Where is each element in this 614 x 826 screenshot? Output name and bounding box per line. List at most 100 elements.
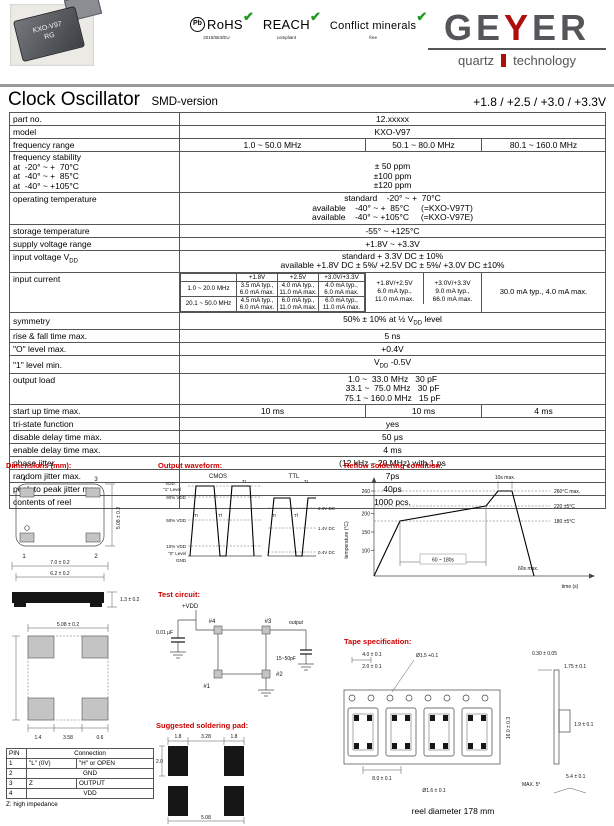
ic-row-2: 20.1 ~ 50.0 MHz 4.5 mA typ.,6.0 mA max. … (180, 295, 365, 312)
input-voltage-available: available +1.8V DC ± 5%/ +2.5V DC ± 5%/ … (280, 260, 505, 270)
stability-label: frequency stability (13, 152, 82, 162)
width-dimension-lines (11, 562, 109, 581)
row-frequency-range: frequency range 1.0 ~ 50.0 MHz 50.1 ~ 80… (9, 138, 606, 152)
row-value: 12.xxxxx (179, 112, 606, 126)
ic-cell: 4.5 mA typ.,6.0 mA max. (236, 295, 278, 312)
symmetry-pre: 50% ± 10% at ½ V (343, 313, 414, 324)
freq-range-high: 80.1 ~ 160.0 MHz (481, 138, 606, 152)
ic-cell: 4.0 mA typ.,11.0 mA max. (277, 280, 319, 297)
ic-col-3033: +3.0V/+3.3V (318, 272, 365, 282)
op-temp-standard: standard -20° ~ + 70°C (344, 193, 441, 203)
emboss-dim: Ø1.6 ± 0.1 (422, 788, 446, 794)
mid-30-33: +3.0V/+3.3V 9.0 mA typ., 66.0 mA max. (423, 272, 481, 304)
row-value: 50 μs (179, 430, 606, 445)
pad-dim-5: 5.08 (201, 815, 211, 821)
package-outline (15, 483, 105, 547)
pin-table: PIN Connection 1 "L" (0V) "H" or OPEN 2 … (6, 748, 154, 799)
conflict-minerals-badge: Conflict minerals ✔ free (330, 9, 427, 40)
pocket-width-dim: 5.4 ± 0.1 (566, 774, 586, 780)
package-top-view: 4 3 1 2 5.08 ± 0.2 7.0 ± 0.2 6.2 ± 0.2 (11, 477, 122, 581)
tape-strip (343, 689, 501, 765)
pb-free-icon: Pb (190, 17, 205, 33)
soldering-pad-diagram: 1.8 3.28 1.8 2.0 5.08 (156, 734, 245, 824)
mid-max: 11.0 mA max. (374, 295, 415, 303)
reflow-profile-line (373, 490, 535, 577)
pin1-label: #1 (203, 684, 210, 690)
rise-time-label: Tr (272, 513, 277, 518)
vdd-subscript: DD (69, 258, 78, 265)
bypass-cap-label: 0.01 μF (156, 630, 173, 636)
conflict-sub: free (369, 35, 377, 40)
page-subtitle: SMD-version (151, 96, 218, 108)
hole-offset-dim: 2.0 ± 0.1 (362, 664, 382, 670)
row-value: +1.8V ~ +3.3V (179, 236, 606, 251)
ic-cell: 4.0 mA typ.,6.0 mA max. (318, 280, 365, 297)
test-circuit-diagram: +VDD 0.01 μF #4 #3 #1 #2 (156, 604, 314, 697)
cool-time-label: 60s max. (518, 566, 538, 572)
tagline-quartz: quartz (457, 53, 495, 68)
op-temp-available-2: available -40° ~ +105°C (=KXO-V97E) (311, 212, 474, 222)
reach-label: REACH (262, 17, 310, 32)
ic-typ: 6.0 mA typ., (325, 296, 358, 304)
reflow-axes (371, 477, 595, 579)
row-rise-fall: rise & fall time max. 5 ns (9, 329, 606, 344)
land-dim-a: 1.4 (35, 735, 42, 741)
pad-number-1: 1 (22, 554, 26, 560)
one-level-post: -0.5V (388, 357, 412, 368)
input-voltage-standard: standard + 3.3V DC ± 10% (341, 250, 444, 261)
reflow-profile-chart: temperature (°C) 260 200 150 100 10s max… (344, 475, 595, 590)
period-label: TI (304, 479, 308, 484)
rohs-label: RoHS (207, 17, 243, 32)
row-value: standard -20° ~ + 70°C available -40° ~ … (179, 192, 606, 225)
row-value: 4 ms (179, 443, 606, 458)
tape-heading: Tape specification: (344, 637, 412, 646)
vdd-supply-label: +VDD (182, 604, 199, 610)
sprocket-hole-dim: Ø1.5 +0.1 (416, 653, 438, 659)
tape-top-dims (351, 657, 415, 693)
product-photo: KXO-V97 RG (10, 0, 103, 66)
tape-thickness-dim: 0.30 ± 0.05 (532, 651, 557, 657)
pad-number-2: 2 (94, 554, 98, 560)
soak-time-label: 60 ~ 180s (432, 558, 455, 564)
row-label: tri-state function (9, 417, 180, 432)
load-capacitor (298, 649, 314, 671)
output-wires (270, 629, 307, 650)
gnd-label: GND (176, 558, 187, 563)
vdd-subscript: DD (379, 363, 389, 370)
row-value: standard + 3.3V DC ± 10% available +1.8V… (179, 249, 606, 273)
pin-number: 4 (6, 788, 27, 799)
pin-row-4: 4 VDD (6, 788, 154, 799)
pad-dim-4: 2.0 (156, 759, 163, 765)
row-value: VDD -0.5V (179, 355, 606, 374)
mid-typ: 6.0 mA typ., (377, 287, 412, 295)
header-divider (0, 84, 614, 87)
row-operating-temperature: operating temperature standard -20° ~ + … (9, 192, 606, 225)
ytick-100: 100 (362, 549, 371, 555)
row-one-level: "1" level min. VDD -0.5V (9, 355, 606, 374)
ic-max: 11.0 mA max. (279, 288, 317, 296)
output-waveform-diagram: CMOS TTL VDD "1" Level 90% VDD 50% VDD 1… (163, 474, 336, 563)
pin-header-row: PIN Connection (6, 748, 154, 759)
reach-sub: compliant (276, 35, 297, 40)
ytick-150: 150 (362, 530, 371, 536)
thickness-dim: 1.3 ± 0.2 (120, 597, 140, 603)
ttl-level-lines (268, 507, 316, 557)
pocket-depth-dim: 1.9 ± 0.1 (574, 722, 594, 728)
title-row: Clock Oscillator SMD-version +1.8 / +2.5… (8, 89, 606, 111)
soak-temp-label: 180 ±5°C (554, 519, 575, 525)
dut-chip (213, 625, 271, 679)
liquidus-temp-label: 220 ±5°C (554, 504, 575, 510)
row-startup: start up time max. 10 ms 10 ms 4 ms (9, 404, 606, 419)
check-icon: ✔ (242, 9, 254, 24)
vdd-label: VDD (165, 481, 175, 486)
land-pads (12, 635, 109, 721)
pin-connection: Z (26, 778, 77, 789)
ic-cell: 3.5 mA typ.,6.0 mA max. (236, 280, 278, 297)
reflow-heading: Reflow soldering condition: (344, 461, 443, 470)
startup-mid: 10 ms (365, 404, 482, 419)
soak-time-annotation (399, 506, 487, 566)
input-current-subtable-cell: +1.8V +2.5V +3.0V/+3.3V 1.0 ~ 20.0 MHz 3… (179, 271, 366, 313)
voltage-variants: +1.8 / +2.5 / +3.0 / +3.3V (473, 95, 606, 109)
row-label: enable delay time max. (9, 443, 180, 458)
dimensions-heading: Dimensions (mm): (6, 461, 72, 470)
